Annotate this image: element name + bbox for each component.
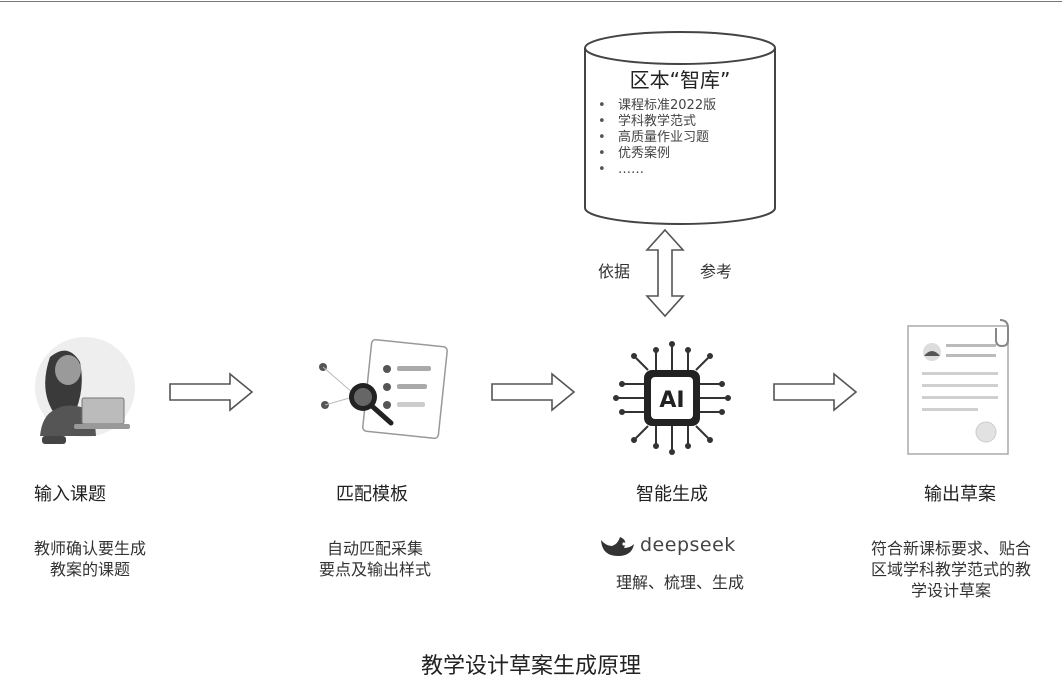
step-input-label: 输入课题 [34,484,106,505]
knowledge-base-item: 优秀案例 [598,146,716,162]
step-output-label: 输出草案 [924,484,996,505]
teacher-laptop-icon [35,337,135,444]
deepseek-brand: deepseek [598,532,758,560]
step-match-label: 匹配模板 [336,484,408,505]
knowledge-base-item: …… [598,162,716,178]
double-arrow-icon [645,228,685,318]
template-search-icon [319,338,448,440]
top-border [0,1,1062,2]
ai-chip-icon: AI [613,341,731,455]
step-match-description: 自动匹配采集 要点及输出样式 [318,539,431,579]
knowledge-base-item: 课程标准2022版 [598,98,716,114]
knowledge-base-item: 学科教学范式 [598,114,716,130]
arrow-right-icon [773,372,858,412]
knowledge-base-list: 课程标准2022版 学科教学范式 高质量作业习题 优秀案例 …… [598,98,716,178]
knowledge-base-item: 高质量作业习题 [598,130,716,146]
basis-label: 依据 [598,262,631,281]
step-generate-description: 理解、梳理、生成 [615,573,744,592]
arrow-right-icon [491,372,576,412]
knowledge-base-title: 区本“智库” [629,68,731,92]
diagram-caption: 教学设计草案生成原理 [420,654,641,679]
deepseek-whale-icon [601,537,634,556]
step-output-description: 符合新课标要求、贴合 区域学科教学范式的教 学设计草案 [870,539,1031,600]
deepseek-wordmark: deepseek [640,534,736,556]
arrow-right-icon [169,372,254,412]
ai-chip-text: AI [659,388,684,413]
reference-label: 参考 [700,262,733,281]
step-input-description: 教师确认要生成 教案的课题 [33,539,146,579]
document-icon [907,319,1009,455]
step-generate-label: 智能生成 [636,484,708,505]
